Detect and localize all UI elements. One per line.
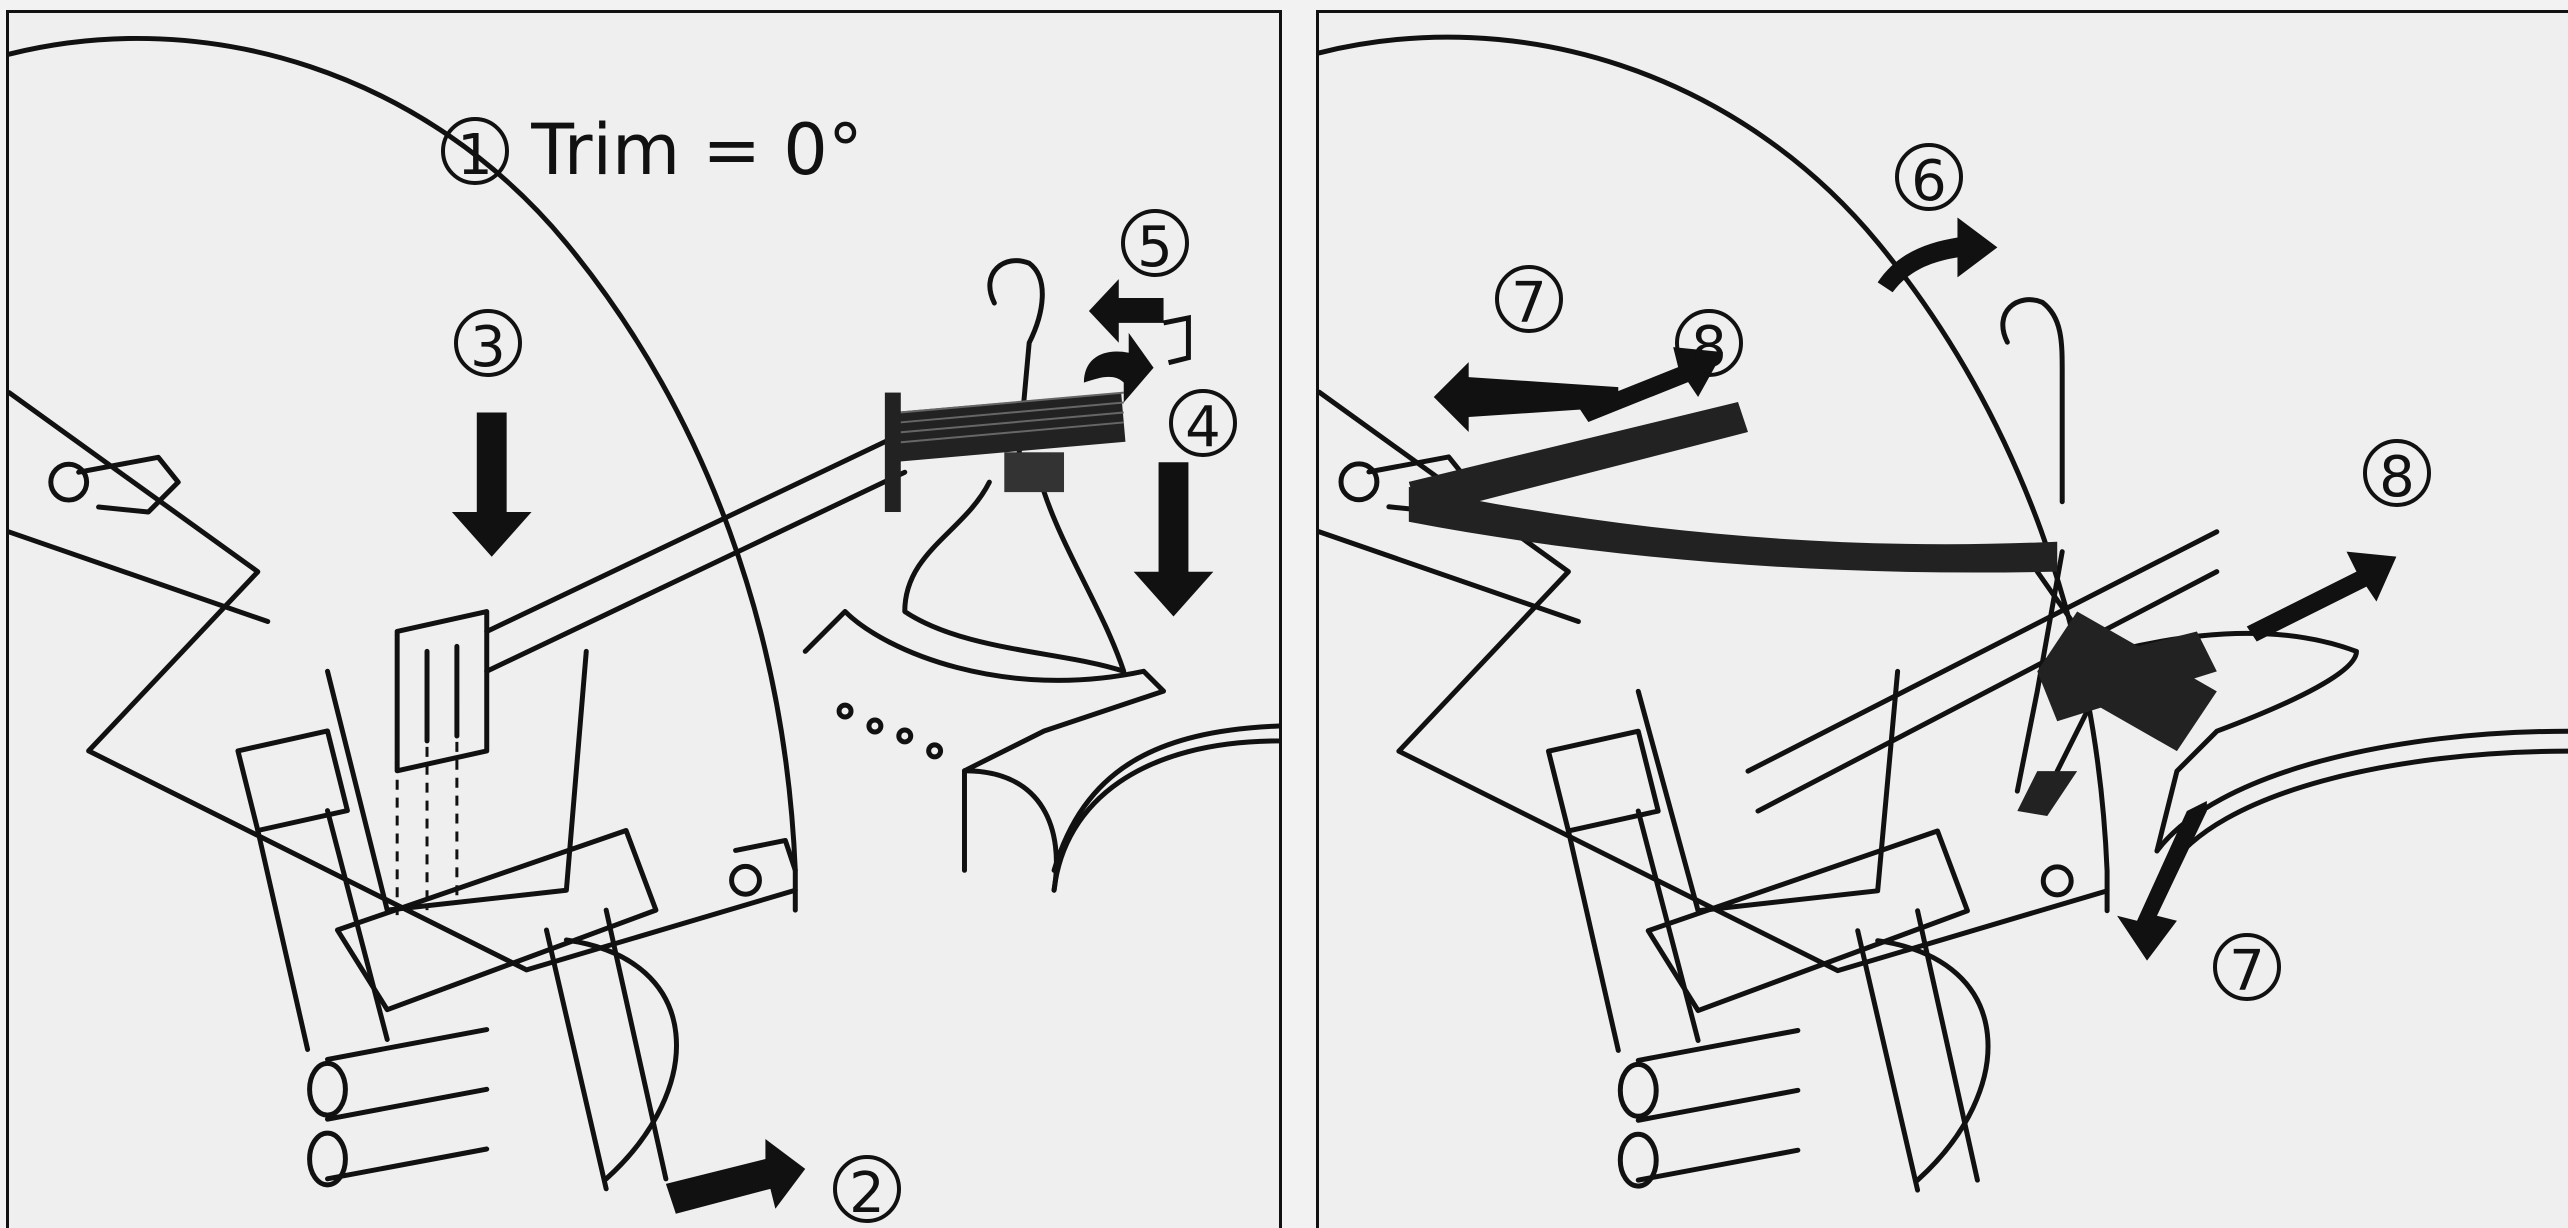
- control-stick: [987, 258, 1045, 455]
- arrow-3: [451, 412, 532, 557]
- arrow-strap-curve: [1083, 332, 1154, 403]
- arrow-4: [1133, 462, 1214, 617]
- callout-8-right: 8: [2363, 439, 2431, 510]
- arrow-7-left: [1433, 362, 1619, 432]
- arrow-8-right: [2246, 551, 2397, 642]
- callout-2: 2: [833, 1155, 901, 1226]
- pedal-base: [235, 728, 350, 833]
- canopy-outline: [9, 36, 798, 913]
- trim-label: Trim = 0°: [531, 109, 863, 191]
- strap-band: [884, 391, 1126, 513]
- arrows: [451, 279, 1214, 1214]
- callout-4: 4: [1169, 389, 1237, 460]
- callout-7-upper: 7: [1495, 265, 1563, 336]
- floor-plate: [9, 390, 798, 973]
- arrow-7-lower: [2117, 801, 2207, 961]
- callout-8-upper: 8: [1675, 309, 1743, 380]
- arrow-2: [665, 1139, 806, 1214]
- left-panel-illustration: [9, 36, 1279, 1214]
- control-stick: [2000, 297, 2065, 505]
- arrow-6-curve: [1877, 217, 1998, 293]
- arrows: [1433, 217, 2397, 961]
- callout-1-number: 1: [441, 117, 509, 188]
- bracket: [394, 609, 490, 774]
- diagram-panel-left: 1 Trim = 0° 3 5 4 2: [6, 10, 1282, 1228]
- canopy-outline: [1319, 34, 2110, 914]
- callout-7-lower: 7: [2213, 933, 2281, 1004]
- strap-band: [1408, 402, 2217, 817]
- control-rod: [1745, 529, 2220, 814]
- diagram-panel-right: 6 7 8 8 7: [1316, 10, 2568, 1228]
- callout-3: 3: [454, 309, 522, 380]
- control-rod: [484, 429, 908, 674]
- callout-5: 5: [1121, 209, 1189, 280]
- arrow-5: [1088, 279, 1164, 343]
- callout-6: 6: [1895, 143, 1963, 214]
- callout-1: 1 Trim = 0°: [441, 109, 863, 191]
